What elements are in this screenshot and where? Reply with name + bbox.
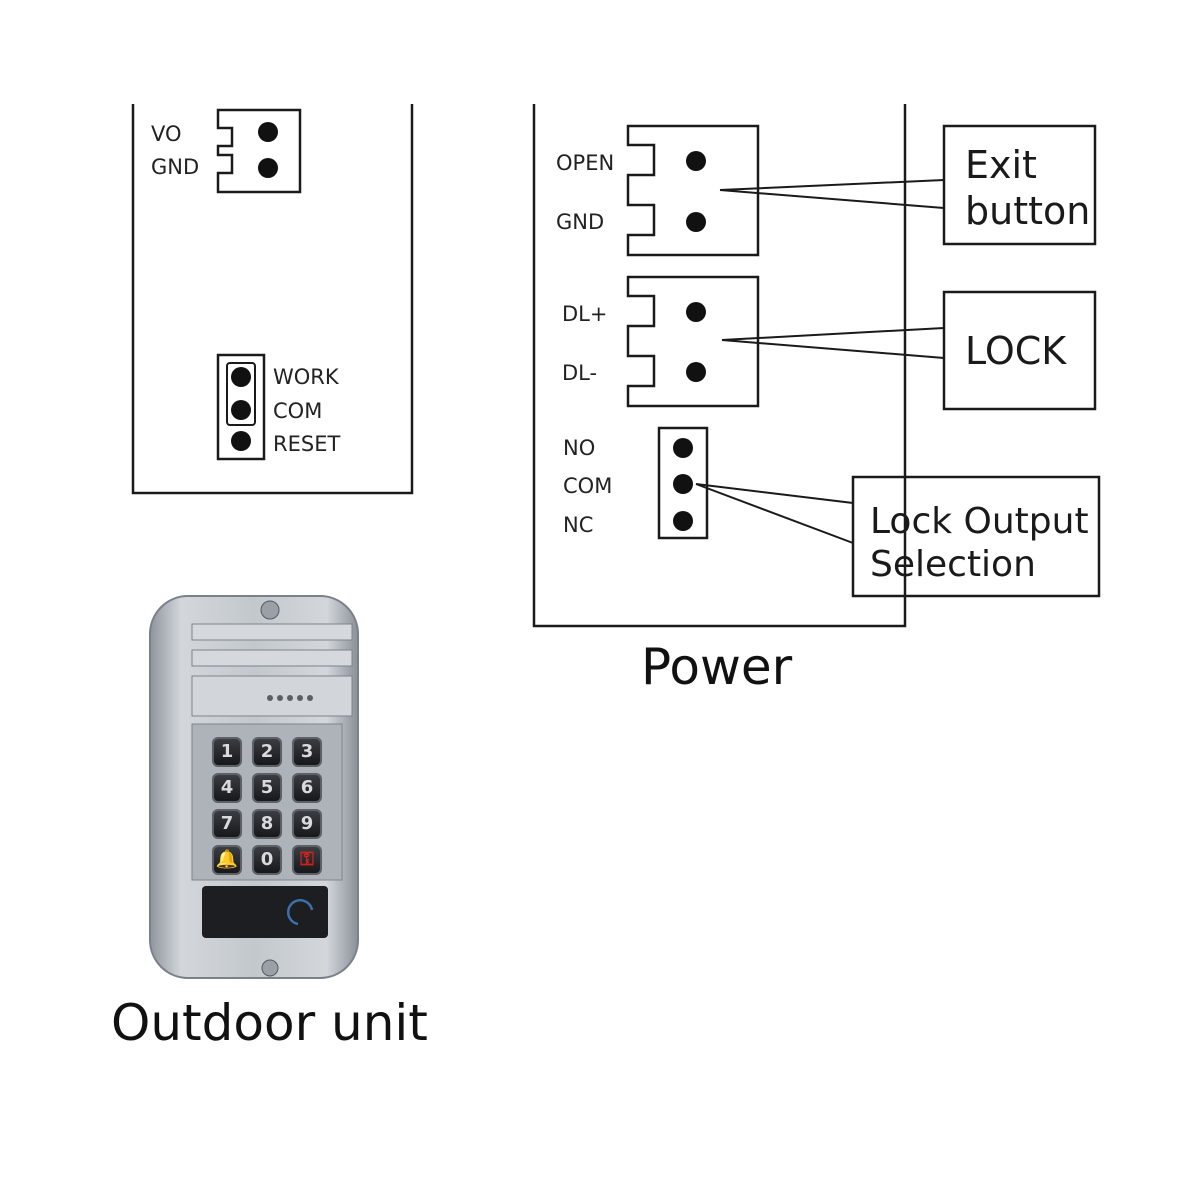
gnd2-screw	[686, 212, 706, 232]
jumper-cap	[226, 362, 256, 426]
key-icon[interactable]: ⚿	[294, 847, 320, 873]
key-6[interactable]: 6	[294, 775, 320, 801]
com2-pin	[673, 474, 693, 494]
key-8[interactable]: 8	[254, 811, 280, 837]
bottom-screw-icon	[261, 959, 279, 977]
reset-label: RESET	[273, 432, 341, 456]
open-screw	[686, 151, 706, 171]
no-label: NO	[563, 436, 596, 460]
gnd2-label: GND	[556, 210, 605, 234]
exit-button-box	[942, 124, 1097, 246]
reset-pin	[231, 431, 251, 451]
exit-button-wires	[719, 179, 945, 209]
lock-wires	[721, 327, 945, 359]
mode-jumper-header	[216, 353, 266, 461]
key-5[interactable]: 5	[254, 775, 280, 801]
dlminus-label: DL-	[562, 361, 598, 385]
top-screw-icon	[260, 600, 280, 620]
lock-output-text: Lock Output Selection	[870, 501, 1089, 586]
dlplus-label: DL+	[562, 302, 608, 326]
vo-label: VO	[151, 122, 182, 146]
output-jumper-header	[657, 426, 709, 540]
work-label: WORK	[273, 365, 339, 389]
lock-box	[942, 290, 1097, 411]
outdoor-unit-caption: Outdoor unit	[111, 994, 428, 1052]
power-caption: Power	[641, 638, 793, 696]
bell-key-icon[interactable]: 🔔	[214, 847, 240, 873]
lock-text: LOCK	[965, 329, 1067, 373]
com-pin	[231, 400, 251, 420]
right-board-outline	[532, 104, 907, 628]
output-wires	[695, 483, 854, 544]
key-2[interactable]: 2	[254, 739, 280, 765]
rfid-icon	[286, 898, 314, 926]
key-7[interactable]: 7	[214, 811, 240, 837]
key-1[interactable]: 1	[214, 739, 240, 765]
dlplus-screw	[686, 302, 706, 322]
key-4[interactable]: 4	[214, 775, 240, 801]
speaker-slot-1	[191, 623, 353, 641]
com2-label: COM	[563, 474, 613, 498]
key-9[interactable]: 9	[294, 811, 320, 837]
lock-terminal	[626, 275, 760, 408]
key-0[interactable]: 0	[254, 847, 280, 873]
nc-label: NC	[563, 513, 594, 537]
gnd-screw	[258, 158, 278, 178]
exit-button-text: Exit button	[965, 143, 1091, 233]
open-label: OPEN	[556, 151, 615, 175]
indicator-dots-icon	[267, 695, 313, 701]
work-pin	[231, 367, 251, 387]
dlminus-screw	[686, 362, 706, 382]
key-3[interactable]: 3	[294, 739, 320, 765]
vo-screw	[258, 122, 278, 142]
power-out-terminal	[216, 108, 302, 194]
com-label: COM	[273, 399, 323, 423]
lock-output-box	[851, 475, 1101, 598]
nc-pin	[673, 511, 693, 531]
exit-terminal	[626, 124, 760, 257]
no-pin	[673, 438, 693, 458]
speaker-slot-2	[191, 649, 353, 667]
left-board-outline	[131, 104, 414, 495]
gnd-label: GND	[151, 155, 200, 179]
card-reader-panel	[202, 886, 328, 938]
